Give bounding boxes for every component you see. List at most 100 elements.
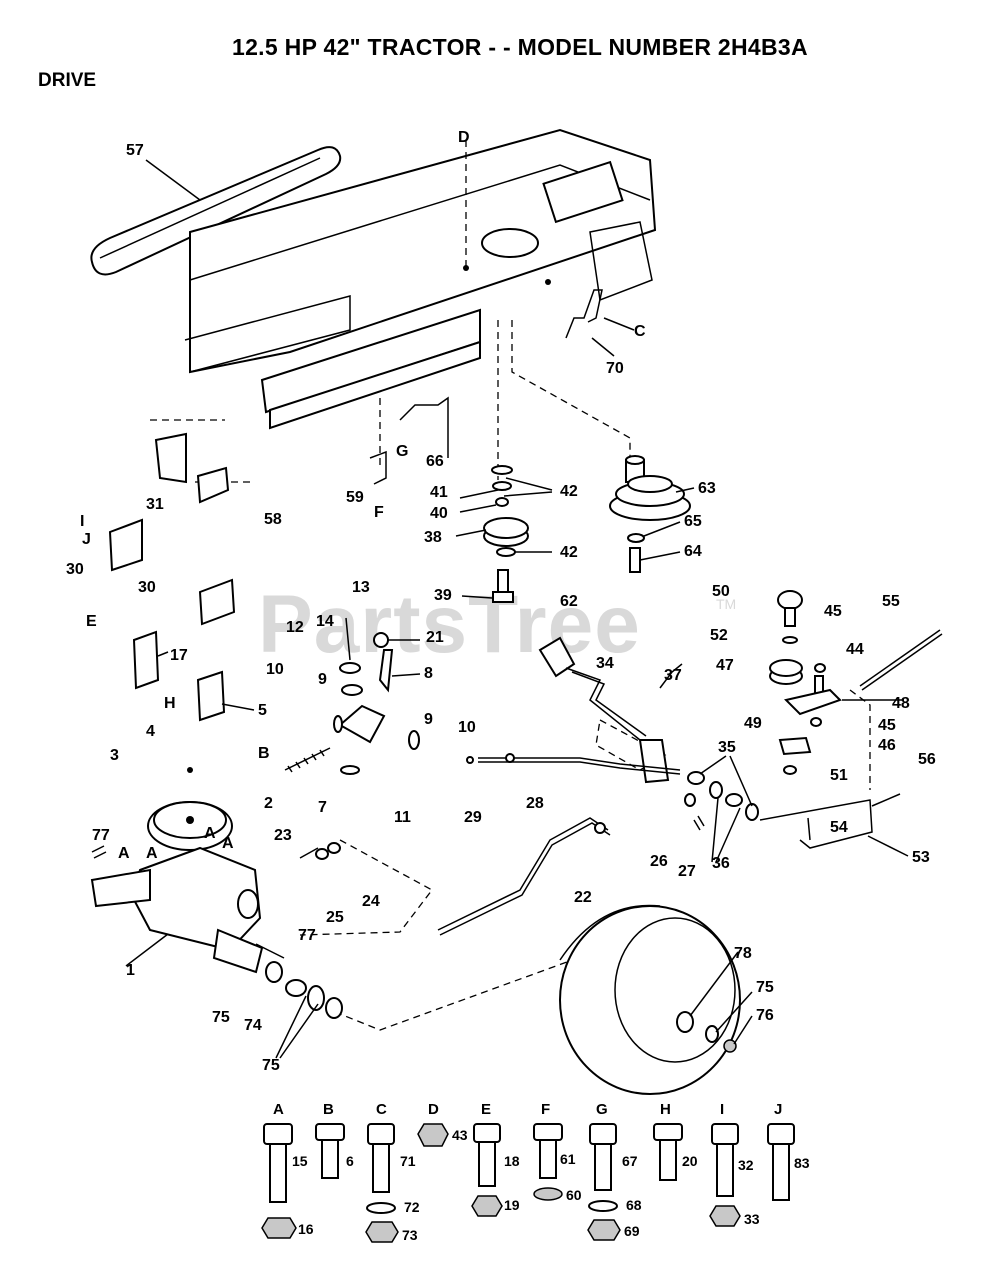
callout-45b: 45 — [878, 717, 896, 734]
callout-54: 54 — [830, 819, 848, 836]
callout-50: 50 — [712, 583, 730, 600]
callout-10b: 10 — [458, 719, 476, 736]
hardware-B-bolt: 6 — [346, 1153, 354, 1169]
rear-wheel — [559, 904, 741, 1095]
callout-36: 36 — [712, 855, 730, 872]
engine-pulley — [609, 455, 691, 573]
clutch-linkage — [284, 617, 420, 775]
hardware-D-letter: D — [428, 1101, 439, 1118]
hardware-C-letter: C — [376, 1101, 387, 1118]
hardware-E-nut: 19 — [504, 1197, 520, 1213]
callout-56: 56 — [918, 751, 936, 768]
hardware-G-nut: 69 — [624, 1223, 640, 1239]
brake-linkage — [759, 590, 943, 849]
hardware-J-letter: J — [774, 1101, 782, 1118]
hardware-C-nut: 73 — [402, 1227, 418, 1243]
transaxle-assembly — [90, 767, 343, 1019]
callout-2: 2 — [264, 795, 273, 812]
hardware-E-bolt: 18 — [504, 1153, 520, 1169]
callout-8: 8 — [424, 665, 433, 682]
callout-52: 52 — [710, 627, 728, 644]
callout-47: 47 — [716, 657, 734, 674]
hardware-J-bolt: 83 — [794, 1155, 810, 1171]
callout-7: 7 — [318, 799, 327, 816]
callout-A3: A — [204, 825, 216, 842]
callout-48: 48 — [892, 695, 910, 712]
callout-53: 53 — [912, 849, 930, 866]
section-label: DRIVE — [38, 70, 97, 91]
callout-30b: 30 — [138, 579, 156, 596]
callout-labels: 57 D C 70 66 G 59 F 31 58 41 42 40 38 42… — [66, 129, 936, 1074]
callout-B: B — [258, 745, 270, 762]
callout-J: J — [82, 531, 91, 548]
callout-78: 78 — [734, 945, 752, 962]
idler-pulley — [483, 465, 529, 603]
callout-4: 4 — [146, 723, 155, 740]
page-title: 12.5 HP 42" TRACTOR - - MODEL NUMBER 2H4… — [232, 34, 808, 60]
watermark: PartsTree — [258, 579, 641, 670]
callout-25: 25 — [326, 909, 344, 926]
callout-64: 64 — [684, 543, 702, 560]
callout-27: 27 — [678, 863, 696, 880]
callout-42a: 42 — [560, 483, 578, 500]
hardware-D-nut: 43 — [452, 1127, 468, 1143]
callout-22: 22 — [574, 889, 592, 906]
callout-77a: 77 — [92, 827, 110, 844]
callout-76: 76 — [756, 1007, 774, 1024]
hardware-G-letter: G — [596, 1101, 608, 1118]
callout-41: 41 — [430, 484, 448, 501]
callout-75b: 75 — [262, 1057, 280, 1074]
callout-5: 5 — [258, 702, 267, 719]
callout-74: 74 — [244, 1017, 262, 1034]
hardware-I-letter: I — [720, 1101, 724, 1118]
hardware-A-letter: A — [273, 1101, 284, 1118]
callout-1: 1 — [126, 962, 135, 979]
callout-A1: A — [118, 845, 130, 862]
callout-75a: 75 — [212, 1009, 230, 1026]
callout-77b: 77 — [298, 927, 316, 944]
callout-38: 38 — [424, 529, 442, 546]
callout-75c: 75 — [756, 979, 774, 996]
callout-A2: A — [146, 845, 158, 862]
callout-55: 55 — [882, 593, 900, 610]
watermark-tm: TM — [716, 596, 737, 612]
callout-10a: 10 — [266, 661, 284, 678]
shift-lever-and-rods — [437, 636, 683, 936]
callout-58: 58 — [264, 511, 282, 528]
hardware-A-bolt: 15 — [292, 1153, 308, 1169]
callout-23: 23 — [274, 827, 292, 844]
hardware-I-bolt: 32 — [738, 1157, 754, 1173]
callout-63: 63 — [698, 480, 716, 497]
callout-42b: 42 — [560, 544, 578, 561]
callout-26: 26 — [650, 853, 668, 870]
hardware-F-bolt: 61 — [560, 1151, 576, 1167]
hardware-E-letter: E — [481, 1101, 491, 1118]
callout-40: 40 — [430, 505, 448, 522]
callout-9b: 9 — [424, 711, 433, 728]
callout-44: 44 — [846, 641, 864, 658]
frame-brackets — [108, 289, 603, 722]
tractor-frame — [184, 128, 657, 430]
hardware-G-bolt: 67 — [622, 1153, 638, 1169]
hardware-C-bolt: 71 — [400, 1153, 416, 1169]
callout-14: 14 — [316, 613, 334, 630]
callout-37: 37 — [664, 667, 682, 684]
callout-70: 70 — [606, 360, 624, 377]
callout-17: 17 — [170, 647, 188, 664]
hardware-C-washer: 72 — [404, 1199, 420, 1215]
callout-62: 62 — [560, 593, 578, 610]
callout-39: 39 — [434, 587, 452, 604]
callout-11: 11 — [394, 809, 411, 826]
callout-28: 28 — [526, 795, 544, 812]
hardware-F-letter: F — [541, 1101, 550, 1118]
drive-belt — [90, 146, 342, 276]
hardware-H-letter: H — [660, 1101, 671, 1118]
lever-washers — [684, 771, 759, 831]
callout-A4: A — [222, 835, 234, 852]
callout-13: 13 — [352, 579, 370, 596]
hardware-I-nut: 33 — [744, 1211, 760, 1227]
callout-59: 59 — [346, 489, 364, 506]
callout-I: I — [80, 513, 84, 530]
leader-lines — [125, 159, 909, 1059]
